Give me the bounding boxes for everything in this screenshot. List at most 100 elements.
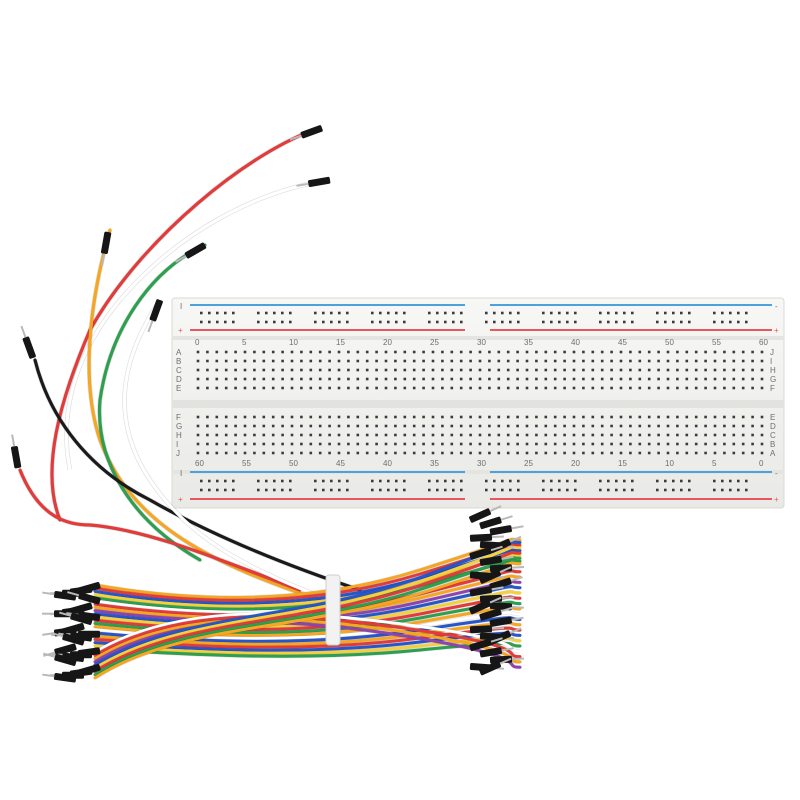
hole: [281, 415, 284, 419]
hole: [760, 386, 764, 390]
hole: [234, 415, 237, 419]
hole: [253, 368, 256, 372]
rail-hole: [664, 320, 667, 324]
hole: [441, 377, 444, 381]
hole: [196, 377, 200, 381]
hole: [394, 433, 397, 437]
hole: [309, 386, 313, 390]
hole: [356, 415, 360, 419]
hole: [704, 350, 707, 354]
hole: [760, 377, 764, 381]
hole: [309, 350, 313, 354]
hole: [300, 377, 303, 381]
hole: [196, 415, 200, 419]
hole: [553, 442, 557, 446]
wire-connector: [51, 632, 85, 646]
hole: [375, 415, 378, 419]
hole: [328, 433, 331, 437]
rail-hole: [387, 479, 390, 483]
hole: [676, 451, 679, 455]
hole: [582, 415, 585, 419]
hole: [582, 451, 585, 455]
hole: [685, 451, 689, 455]
wire-connector: [59, 611, 93, 625]
hole: [723, 415, 726, 419]
hole: [610, 386, 613, 390]
rail-hole: [607, 320, 610, 324]
hole: [469, 377, 472, 381]
hole: [224, 433, 228, 437]
rail-hole: [273, 488, 276, 492]
hole: [488, 415, 491, 419]
hole: [657, 386, 660, 390]
hole: [478, 415, 482, 419]
row-letter: C: [770, 431, 776, 440]
hole: [741, 368, 745, 372]
hole: [431, 442, 435, 446]
hole: [732, 433, 736, 437]
hole: [572, 368, 576, 372]
rail-plus-bottom-right: +: [774, 495, 779, 504]
rail-hole: [224, 479, 227, 483]
hole: [647, 359, 651, 363]
hole: [243, 442, 247, 446]
hole: [422, 424, 425, 428]
hole: [497, 433, 501, 437]
hole: [403, 433, 407, 437]
hole: [751, 359, 754, 363]
hole: [582, 377, 585, 381]
rail-hole: [509, 311, 512, 315]
hole: [215, 368, 219, 372]
hole: [459, 415, 463, 419]
hole: [271, 350, 275, 354]
hole: [647, 415, 651, 419]
hole: [600, 442, 604, 446]
hole: [525, 350, 529, 354]
hole: [647, 451, 651, 455]
rail-hole: [338, 311, 341, 315]
rail-hole: [737, 488, 740, 492]
hole: [469, 350, 472, 354]
rail-hole: [371, 320, 374, 324]
hole: [629, 433, 632, 437]
hole: [253, 359, 256, 363]
rail-hole: [631, 311, 634, 315]
wire-connector: [67, 591, 101, 605]
hole: [243, 350, 247, 354]
hole: [215, 451, 219, 455]
hole: [610, 350, 613, 354]
rail-hole: [672, 479, 675, 483]
rail-hole: [265, 320, 268, 324]
hole: [497, 368, 501, 372]
jumper-wire: [93, 540, 522, 667]
hole: [478, 386, 482, 390]
hole: [572, 424, 576, 428]
rail-hole: [574, 311, 577, 315]
rail-hole: [599, 320, 602, 324]
hole: [375, 442, 378, 446]
hole: [243, 359, 247, 363]
hole: [647, 368, 651, 372]
hole: [685, 350, 689, 354]
rail-hole: [371, 311, 374, 315]
hole: [694, 386, 698, 390]
jumper-wire: [93, 641, 522, 658]
hole: [741, 377, 745, 381]
hole: [694, 359, 698, 363]
column-number-top: 55: [712, 338, 721, 347]
row-letter: G: [176, 422, 182, 431]
hole: [375, 386, 378, 390]
rail-hole: [314, 311, 317, 315]
hole: [685, 368, 689, 372]
hole: [478, 433, 482, 437]
rail-minus-top-right: -: [775, 302, 778, 311]
hole: [563, 386, 566, 390]
wire-connector: [469, 545, 503, 560]
hole: [215, 424, 219, 428]
rail-hole: [224, 311, 227, 315]
rail-hole: [574, 479, 577, 483]
hole: [450, 415, 454, 419]
hole: [431, 415, 435, 419]
hole: [572, 350, 576, 354]
hole: [723, 424, 726, 428]
